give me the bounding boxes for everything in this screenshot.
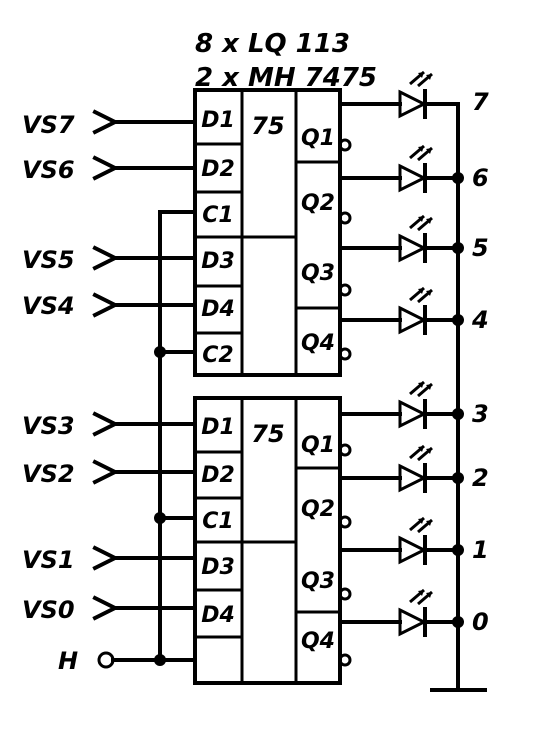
- rail-junction-dot: [452, 172, 464, 184]
- chip-bottom-pin-q2: Q2: [301, 497, 335, 522]
- chip-top-pin-d2: D2: [201, 157, 235, 182]
- chip-top-pin-q3: Q3: [301, 261, 335, 286]
- input-label-vs5: VS5: [22, 246, 75, 274]
- chip-bottom-q1-bar-bubble: [338, 443, 352, 457]
- input-arrow-vs2: [92, 459, 197, 485]
- chip-top-pin-d1: D1: [201, 108, 235, 133]
- chip-top-q3-bar-bubble: [338, 283, 352, 297]
- chip-bottom: 75 D1 D2 C1 D3 D4 Q1 Q2 Q3 Q4: [193, 396, 352, 685]
- led-outputs: 7 6 5 4 3 2 1 0: [338, 70, 489, 692]
- input-signals: VS7 VS6 VS5 VS4 VS3 VS2 VS1 VS0: [22, 109, 197, 624]
- chip-top-pin-q1: Q1: [301, 126, 335, 151]
- input-label-vs0: VS0: [22, 596, 75, 624]
- chip-bottom-q2-bar-bubble: [338, 515, 352, 529]
- led-6: [398, 144, 460, 193]
- output-number-0: 0: [472, 608, 489, 636]
- led-2: [398, 444, 460, 493]
- clock-junction-dot: [154, 654, 166, 666]
- chip-top: 75 D1 D2 C1 D3 D4 C2 Q1 Q2 Q3 Q4: [193, 88, 352, 377]
- input-arrow-vs5: [92, 245, 197, 271]
- input-arrow-vs3: [92, 411, 197, 437]
- led-7: [398, 70, 460, 119]
- input-label-vs6: VS6: [22, 156, 75, 184]
- chip-top-pin-c2: C2: [202, 343, 233, 368]
- led-3: [398, 380, 460, 429]
- clock-junction-dot: [154, 512, 166, 524]
- clock-bus: H: [58, 210, 197, 675]
- output-number-4: 4: [471, 306, 489, 334]
- chip-bottom-pin-q3: Q3: [301, 569, 335, 594]
- chip-top-pin-d4: D4: [201, 297, 235, 322]
- led-1: [398, 516, 460, 565]
- rail-junction-dot: [452, 616, 464, 628]
- chip-bottom-pin-q4: Q4: [301, 629, 335, 654]
- clock-input-label: H: [58, 647, 78, 675]
- input-arrow-vs7: [92, 109, 197, 135]
- chip-top-name: 75: [251, 112, 284, 140]
- output-number-1: 1: [472, 536, 489, 564]
- chip-bottom-pin-d2: D2: [201, 463, 235, 488]
- chip-bottom-pin-q1: Q1: [301, 433, 335, 458]
- led-count-label: 8 x LQ 113: [195, 29, 350, 59]
- rail-junction-dot: [452, 314, 464, 326]
- input-arrow-vs4: [92, 292, 197, 318]
- chip-top-body: [193, 88, 342, 377]
- chip-top-pin-q4: Q4: [301, 331, 335, 356]
- output-number-3: 3: [472, 400, 489, 428]
- chip-top-q4-bar-bubble: [338, 347, 352, 361]
- input-arrow-vs1: [92, 545, 197, 571]
- output-number-5: 5: [472, 234, 489, 262]
- led-0: [398, 588, 460, 637]
- rail-junction-dot: [452, 544, 464, 556]
- input-arrow-vs6: [92, 155, 197, 181]
- clock-junction-dot: [154, 346, 166, 358]
- chip-bottom-q3-bar-bubble: [338, 587, 352, 601]
- output-number-6: 6: [472, 164, 489, 192]
- rail-junction-dot: [452, 408, 464, 420]
- clock-input-terminal: [97, 651, 115, 669]
- chip-bottom-pin-d4: D4: [201, 603, 235, 628]
- chip-bottom-q4-bar-bubble: [338, 653, 352, 667]
- rail-junction-dot: [452, 472, 464, 484]
- rail-junction-dot: [452, 242, 464, 254]
- led-4: [398, 286, 460, 335]
- output-number-7: 7: [472, 88, 489, 116]
- input-label-vs7: VS7: [22, 111, 75, 139]
- input-arrow-vs0: [92, 595, 197, 621]
- chip-top-q1-bar-bubble: [338, 138, 352, 152]
- input-label-vs1: VS1: [22, 546, 75, 574]
- chip-top-pin-c1: C1: [202, 203, 233, 228]
- chip-bottom-pin-d3: D3: [201, 555, 235, 580]
- chip-top-q2-bar-bubble: [338, 211, 352, 225]
- input-label-vs4: VS4: [22, 292, 75, 320]
- input-label-vs2: VS2: [22, 460, 75, 488]
- chip-bottom-pin-d1: D1: [201, 415, 235, 440]
- chip-bottom-name: 75: [251, 420, 284, 448]
- led-5: [398, 214, 460, 263]
- input-label-vs3: VS3: [22, 412, 75, 440]
- chip-top-pin-q2: Q2: [301, 191, 335, 216]
- chip-bottom-pin-c1: C1: [202, 509, 233, 534]
- chip-top-pin-d3: D3: [201, 249, 235, 274]
- output-number-2: 2: [472, 464, 489, 492]
